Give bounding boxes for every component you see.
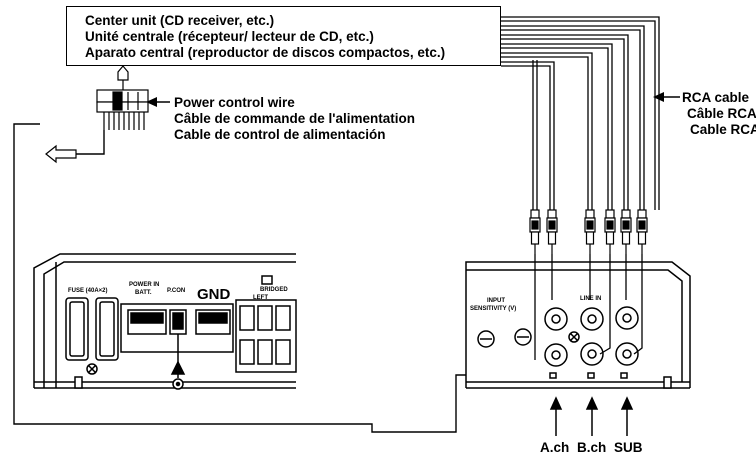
- batt-label: BATT.: [135, 290, 152, 296]
- rca-plugs: [529, 209, 648, 254]
- rca-plug: [546, 209, 558, 254]
- bridged-label: BRIDGED: [260, 287, 288, 293]
- rca-cables: [501, 16, 660, 210]
- rca-label-es: Cable RCA: [690, 122, 756, 137]
- rca-label-en: RCA cable: [682, 90, 750, 105]
- gnd-label: GND: [197, 286, 231, 303]
- rca-plug: [584, 209, 596, 254]
- center-unit-label-fr: Unité centrale (récepteur/ lecteur de CD…: [85, 29, 374, 44]
- wire-direction-arrow: [45, 144, 77, 164]
- power-control-label-fr: Câble de commande de l'alimentation: [174, 111, 416, 126]
- power-arrow: [146, 97, 170, 107]
- center-unit-label-es: Aparato central (reproductor de discos c…: [85, 45, 446, 60]
- power-control-label-es: Cable de control de alimentación: [174, 127, 386, 142]
- rca-plug: [604, 209, 616, 254]
- fuse-label: FUSE (40A×2): [68, 288, 108, 294]
- rca-plug: [636, 209, 648, 254]
- rca-arrow: [653, 92, 680, 102]
- pcon-terminal-wire: [170, 334, 186, 390]
- power-control-wire: [13, 123, 493, 433]
- channel-label-b: B.ch: [577, 440, 607, 455]
- input-label: INPUT: [487, 298, 505, 304]
- left-label: LEFT: [253, 295, 268, 301]
- center-unit-label-en: Center unit (CD receiver, etc.): [85, 13, 275, 28]
- channel-arrows: [549, 396, 634, 436]
- rca-plug: [620, 209, 632, 254]
- rca-into-jacks: [534, 254, 643, 360]
- amplifier-right: [465, 261, 691, 389]
- center-unit-box: Center unit (CD receiver, etc.) Unité ce…: [66, 6, 501, 66]
- power-in-label: POWER IN: [129, 282, 159, 288]
- pcon-label: P.CON: [167, 288, 185, 294]
- line-in-label: LINE IN: [580, 296, 601, 302]
- sensitivity-label: SENSITIVITY (V): [470, 306, 516, 312]
- channel-label-sub: SUB: [614, 440, 643, 455]
- power-connector: [96, 65, 149, 130]
- rca-plug: [529, 209, 541, 254]
- power-control-label-en: Power control wire: [174, 95, 295, 110]
- amplifier-left: [33, 253, 297, 389]
- channel-label-a: A.ch: [540, 440, 570, 455]
- rca-label-fr: Câble RCA: [687, 106, 756, 121]
